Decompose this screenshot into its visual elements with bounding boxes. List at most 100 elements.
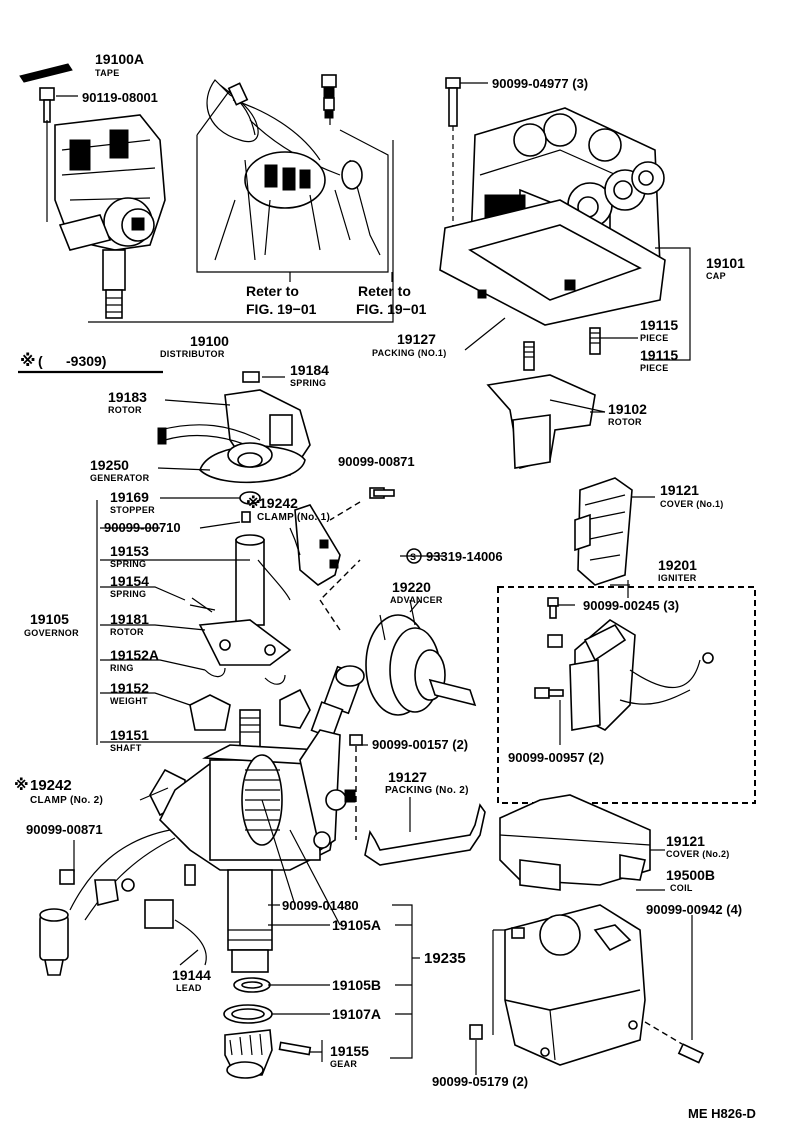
igniter-illustration [534,597,714,731]
label-90099-00871-a: 90099-00871 [338,454,415,469]
label-19101-num: 19101 [706,255,745,271]
label-19152-name: WEIGHT [110,696,148,706]
bolt-head [39,87,55,101]
vacuum-hose-illustration [310,559,365,739]
label-19154-num: 19154 [110,573,149,589]
label-19121-1-num: 19121 [660,482,699,498]
label-19153-num: 19153 [110,543,149,559]
label-19242-1-mark: ※ [246,494,261,512]
clamp-1-illustration [294,487,395,586]
label-90099-04977: 90099-04977 (3) [492,76,588,91]
igniter-dashed-box [497,586,756,804]
label-19242-1-num: 19242 [259,495,298,511]
cover-1-illustration [574,477,633,586]
figure-code: ME H826-D [688,1106,756,1121]
label-19242-2-name: CLAMP (No. 2) [30,795,103,806]
label-19201-num: 19201 [658,557,697,573]
note-range: ( -9309) [38,353,106,369]
label-90099-01480: 90099-01480 [282,898,359,913]
label-19201-name: IGNITER [658,573,697,583]
bolt-shank [43,99,51,123]
label-19115-2-num: 19115 [640,347,678,363]
label-19105a: 19105A [332,917,381,933]
label-19100a-num: 19100A [95,51,144,67]
housing-illustration [149,729,356,973]
label-19151-name: SHAFT [110,743,142,753]
label-90099-00157: 90099-00157 (2) [372,737,468,752]
label-19183-name: ROTOR [108,405,142,415]
label-19152a-name: RING [110,663,134,673]
cover-2-illustration [499,794,651,891]
label-90099-00957: 90099-00957 (2) [508,750,604,765]
label-19242-1-name: CLAMP (No. 1) [257,512,330,523]
label-19101-name: CAP [706,271,726,281]
distributor-assembly-illustration [19,63,166,319]
label-19127-2-num: 19127 [388,769,427,785]
label-90099-00710: 90099-00710 [104,520,181,535]
screw-00942-shape [677,1043,705,1064]
label-19100a-name: TAPE [95,68,120,78]
label-19115-1-num: 19115 [640,317,678,333]
packing-2-shape [364,803,486,866]
label-19155-name: GEAR [330,1059,357,1069]
tape-shape [19,63,73,83]
label-19102-num: 19102 [608,401,647,417]
label-19105-name: GOVERNOR [24,628,79,638]
coil-illustration [492,904,646,1066]
leader-lines [56,82,665,1075]
label-19242-2-mark: ※ [14,776,29,794]
label-93319-14006: 93319-14006 [426,549,503,564]
label-19151-num: 19151 [110,727,149,743]
label-19183-num: 19183 [108,389,147,405]
label-19144-name: LEAD [176,983,202,993]
label-19153-name: SPRING [110,559,146,569]
rotor-19102-illustration [486,374,606,469]
label-90099-05179: 90099-05179 (2) [432,1074,528,1089]
ref1-line2: FIG. 19−01 [246,301,317,317]
label-19250-name: GENERATOR [90,473,150,483]
label-19102-name: ROTOR [608,417,642,427]
ignition-wires-illustration [206,74,381,261]
label-19235: 19235 [424,950,466,967]
distributor-shank [102,249,126,291]
label-90119-08001: 90119-08001 [82,90,158,105]
label-19181-name: ROTOR [110,627,144,637]
label-19152-num: 19152 [110,680,149,696]
label-19169-name: STOPPER [110,505,155,515]
label-19184-name: SPRING [290,378,326,388]
label-90099-00871-b: 90099-00871 [26,822,103,837]
label-90099-00245: 90099-00245 (3) [583,598,679,613]
s-mark: S [410,552,416,562]
label-19220-num: 19220 [392,579,431,595]
label-19121-1-name: COVER (No.1) [660,499,724,509]
label-19500b-num: 19500B [666,867,715,883]
label-19250-num: 19250 [90,457,129,473]
label-19115-1-name: PIECE [640,333,669,343]
label-90099-00942: 90099-00942 (4) [646,902,742,917]
label-19115-2-name: PIECE [640,363,669,373]
note-mark: ※ [20,352,36,370]
label-19181-num: 19181 [110,611,149,627]
label-19121-2-name: COVER (No.2) [666,849,730,859]
distributor-cap-illustration [439,77,666,371]
label-19220-name: ADVANCER [390,595,443,605]
label-19121-2-num: 19121 [666,833,705,849]
s-mark-circle [406,548,422,564]
label-19154-name: SPRING [110,589,146,599]
label-19169-num: 19169 [110,489,149,505]
label-19100-name: DISTRIBUTOR [160,349,225,359]
label-19242-2-num: 19242 [30,777,72,794]
lead-illustration [39,829,207,976]
ref2-line2: FIG. 19−01 [356,301,427,317]
label-19127-2-name: PACKING (No. 2) [385,785,469,796]
ref1-line1: Reter to [246,283,299,299]
label-19107a: 19107A [332,1006,381,1022]
gear-illustration [224,1029,312,1079]
label-19105-num: 19105 [30,611,69,627]
label-19127-1-num: 19127 [397,331,436,347]
ref2-line1: Reter to [358,283,411,299]
label-19144-num: 19144 [172,967,211,983]
label-19184-num: 19184 [290,362,329,378]
label-19155-num: 19155 [330,1043,369,1059]
